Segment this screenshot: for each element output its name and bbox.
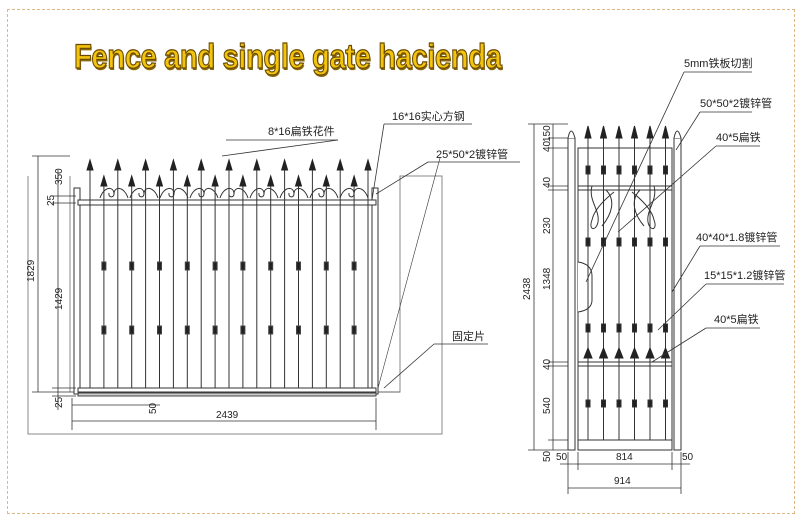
fence-picket: [225, 158, 233, 388]
dim-gate-lower: 540: [542, 397, 553, 414]
dim-fence-middle: 1429: [54, 287, 65, 310]
fence-dimension-texts: 1829 350 25 1429 25 50 2439: [26, 168, 239, 421]
label-fixing-plate: 固定片: [452, 329, 485, 343]
fence-picket: [267, 174, 275, 388]
fence-picket: [350, 174, 358, 388]
label-rail-tube: 25*50*2镀锌管: [436, 147, 508, 161]
dim-gate-rail-b: 40: [542, 358, 553, 370]
fence-scroll: [249, 188, 279, 199]
fence-picket: [197, 158, 205, 388]
gate-picket: [629, 125, 640, 440]
fence-leaders: [221, 123, 520, 389]
dim-fence-rail-bottom: 25: [54, 396, 65, 408]
label-flower-piece: 8*16扁铁花件: [268, 125, 335, 138]
fence-picket: [253, 158, 261, 388]
label-square-steel: 16*16实心方钢: [392, 109, 465, 123]
fence-elevation: [27, 158, 443, 435]
fence-scroll: [189, 188, 219, 199]
dim-gate-post-left: 50: [556, 452, 568, 463]
label-picket-tube: 15*15*1.2镀锌管: [704, 268, 785, 282]
fence-picket: [280, 158, 289, 388]
gate-elevation: [567, 125, 682, 451]
label-steel-plate-cut: 5mm铁板切割: [684, 56, 752, 70]
fence-picket: [128, 174, 136, 388]
fence-picket: [211, 174, 219, 388]
fence-picket: [364, 158, 372, 388]
dim-gate-upper: 230: [542, 217, 553, 234]
fence-picket: [86, 158, 94, 388]
dim-fence-top-section: 350: [54, 168, 65, 185]
dim-fence-total-height: 1829: [26, 259, 37, 282]
gate-picket: [660, 125, 671, 440]
dim-gate-outer-width: 914: [614, 476, 631, 487]
gate-leaders: [585, 71, 784, 363]
fence-picket: [169, 158, 178, 388]
fence-picket: [100, 174, 108, 388]
fence-picket: [141, 158, 150, 388]
fence-picket: [114, 158, 122, 388]
label-flat-iron-bottom: 40*5扁铁: [714, 313, 759, 326]
fence-picket: [155, 174, 164, 388]
gate-scroll-ornaments: [590, 185, 656, 229]
dim-gate-bottom: 50: [542, 450, 553, 462]
dim-fence-rail-top: 25: [46, 194, 57, 206]
label-frame-tube: 40*40*1.8镀锌管: [696, 230, 777, 244]
fence-picket: [183, 174, 191, 388]
fence-picket: [322, 174, 330, 388]
gate-dimension-texts: 150 40 40 230 2438 1348 40 540 50 50 814…: [522, 125, 694, 487]
dim-gate-finial: 150: [542, 125, 553, 142]
fence-dimensions: [32, 155, 377, 430]
dim-fence-foot: 50: [148, 402, 159, 414]
dim-gate-rail-a: 40: [542, 176, 553, 188]
fence-picket: [239, 174, 247, 388]
gate-picket: [614, 125, 624, 440]
gate-pickets: [583, 125, 671, 440]
fence-picket: [336, 158, 344, 388]
fence-pickets: [86, 158, 372, 388]
gate-picket: [583, 125, 593, 440]
fence-scroll: [279, 188, 309, 199]
dim-gate-post-right: 50: [682, 452, 694, 463]
dim-gate-total-height: 2438: [522, 277, 533, 300]
fence-picket: [294, 174, 303, 388]
gate-picket: [598, 125, 609, 440]
drawing-frame: [7, 9, 795, 514]
dim-fence-width: 2439: [216, 410, 239, 421]
fence-scroll-ornaments: [99, 188, 369, 199]
label-flat-iron-top: 40*5扁铁: [716, 131, 761, 144]
fence-scroll: [219, 188, 249, 199]
label-post-tube: 50*50*2镀锌管: [700, 96, 772, 110]
fence-picket: [308, 158, 317, 388]
gate-picket: [645, 125, 655, 440]
dim-gate-middle: 1348: [542, 267, 553, 290]
dim-gate-top-gap: 40: [542, 140, 553, 152]
fence-scroll: [159, 188, 189, 199]
gate-dimensions: [528, 123, 690, 494]
dim-gate-inner-width: 814: [616, 452, 633, 463]
fence-scroll: [129, 188, 159, 199]
fence-scroll: [339, 188, 369, 199]
fence-scroll: [99, 188, 129, 199]
fence-scroll: [309, 188, 339, 199]
drawing-title: Fence and single gate hacienda: [73, 37, 502, 76]
